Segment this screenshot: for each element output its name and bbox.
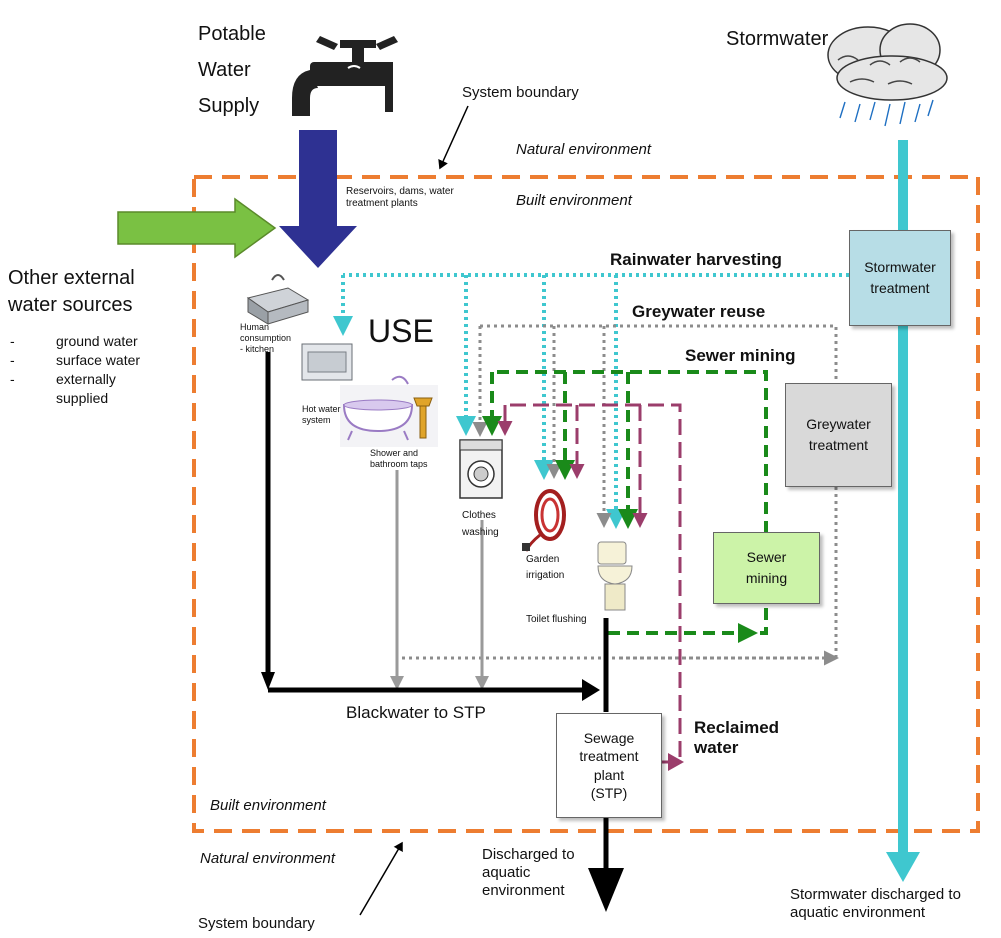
other-sources-list: ground water surface water externally su… — [8, 332, 178, 408]
potable-water-arrow — [279, 130, 357, 268]
discharged-label: Discharged to aquatic environment — [482, 846, 575, 899]
reclaimed-arrowhead — [668, 753, 684, 771]
system-boundary-rect — [192, 175, 980, 833]
washing-machine-icon — [459, 439, 503, 499]
garden-hose-icon — [522, 489, 566, 552]
potable-water-supply-label: Potable Water Supply — [198, 23, 266, 117]
source-item: externally supplied — [8, 370, 178, 408]
boundary-pointer-top — [438, 105, 469, 170]
sewer-mining-flow-label: Sewer mining — [685, 346, 796, 365]
natural-environment-label-bottom: Natural environment — [200, 850, 336, 867]
grey-drain-lines — [395, 470, 484, 680]
use-label: USE — [368, 313, 434, 349]
built-environment-label-top: Built environment — [516, 192, 632, 209]
natural-environment-label-top: Natural environment — [516, 141, 652, 158]
discharge-arrowhead — [588, 868, 624, 912]
tap-icon — [292, 36, 398, 116]
source-item: surface water — [8, 351, 178, 370]
toilet-icon — [597, 541, 633, 611]
grey-drain-arrowhead-2 — [475, 676, 489, 690]
sewer-mining-flows — [482, 370, 768, 643]
rainwater-harvesting-flows — [333, 273, 898, 529]
rainwater-harvesting-label: Rainwater harvesting — [610, 250, 782, 269]
sewage-treatment-plant-box: Sewage treatment plant (STP) — [556, 713, 662, 818]
system-boundary-label-bottom: System boundary — [198, 915, 315, 932]
reservoirs-label: Reservoirs, dams, water treatment plants — [346, 186, 454, 209]
storm-cloud-icon — [827, 23, 948, 127]
sewer-mining-box: Sewer mining — [713, 532, 820, 604]
use-toilet-label: Toilet flushing — [526, 614, 587, 625]
greywater-treatment-box: Greywater treatment — [785, 383, 892, 487]
external-sources-arrow — [117, 197, 277, 259]
use-hot-water-label: Hot water system — [302, 404, 341, 425]
bathtub-basin-icon — [340, 375, 438, 447]
stormwater-label: Stormwater — [726, 28, 829, 50]
kitchen-sink-icon — [246, 274, 310, 325]
system-boundary-label-top: System boundary — [462, 84, 579, 101]
use-clothes-label: Clothes washing — [462, 510, 499, 538]
blackwater-arrowhead-down — [261, 672, 275, 690]
boundary-pointer-bottom — [359, 841, 403, 916]
built-environment-label-bottom: Built environment — [210, 797, 326, 814]
greywater-reuse-label: Greywater reuse — [632, 302, 766, 321]
blackwater-to-stp-label: Blackwater to STP — [346, 703, 486, 722]
greywater-reuse-flows — [400, 324, 839, 666]
blackwater-flows — [265, 352, 609, 870]
use-shower-label: Shower and bathroom taps — [370, 448, 428, 469]
reclaimed-water-label: Reclaimed water — [694, 718, 780, 758]
use-kitchen-label: Human consumption - kitchen — [240, 322, 292, 354]
other-external-sources-title: Other external water sources — [8, 267, 135, 316]
hot-water-system-icon — [301, 343, 353, 381]
stormwater-discharged-label: Stormwater discharged to aquatic environ… — [790, 886, 961, 921]
stormwater-treatment-box: Stormwater treatment — [849, 230, 951, 326]
blackwater-arrowhead-right — [582, 679, 600, 701]
source-item: ground water — [8, 332, 178, 351]
use-garden-label: Garden irrigation — [526, 554, 565, 581]
grey-drain-arrowhead-1 — [390, 676, 404, 690]
stormwater-discharge-arrowhead — [886, 852, 920, 882]
